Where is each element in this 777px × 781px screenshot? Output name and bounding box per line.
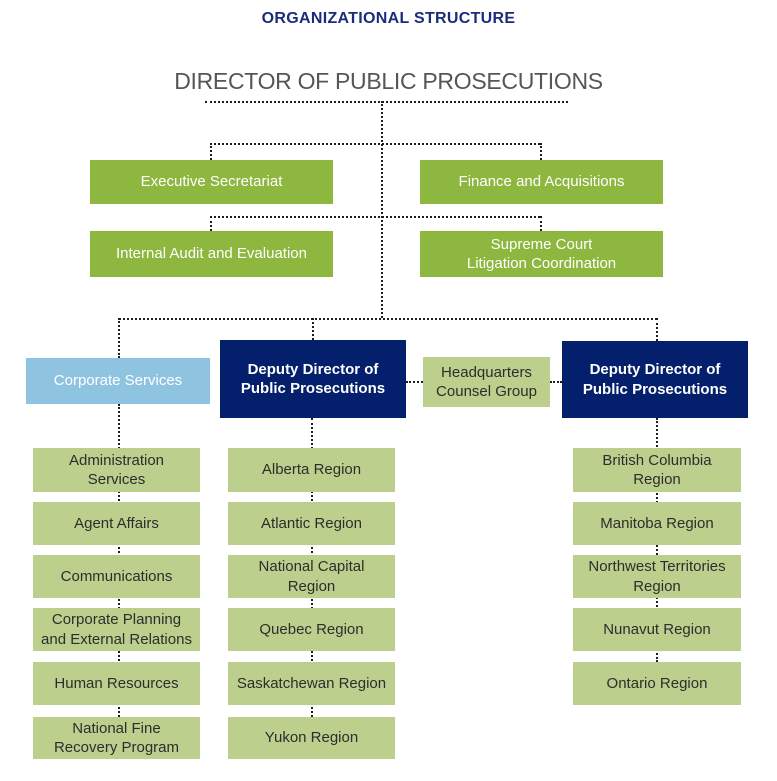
- box-alberta-region: Alberta Region: [228, 448, 395, 492]
- box-atlantic-region: Atlantic Region: [228, 502, 395, 545]
- connector-row2-hline: [210, 216, 540, 218]
- box-headquarters-counsel-group: Headquarters Counsel Group: [423, 357, 550, 407]
- connector-root-hline: [205, 101, 568, 103]
- chart-title: ORGANIZATIONAL STRUCTURE: [261, 10, 516, 27]
- box-administration-services: Administration Services: [33, 448, 200, 492]
- box-saskatchewan-region: Saskatchewan Region: [228, 662, 395, 705]
- box-quebec-region: Quebec Region: [228, 608, 395, 651]
- connector-row1-hline: [210, 143, 540, 145]
- connector-center-vline: [381, 101, 383, 318]
- connector-row2-right-tick: [540, 216, 542, 231]
- box-communications: Communications: [33, 555, 200, 598]
- box-deputy-director-left: Deputy Director of Public Prosecutions: [220, 340, 406, 418]
- connector-deputy-left-tick: [312, 318, 314, 340]
- connector-corporate-tick: [118, 318, 120, 358]
- box-deputy-director-right: Deputy Director of Public Prosecutions: [562, 341, 748, 418]
- connector-row1-left-tick: [210, 143, 212, 160]
- box-supreme-court-litigation: Supreme Court Litigation Coordination: [420, 231, 663, 277]
- director-heading: DIRECTOR OF PUBLIC PROSECUTIONS: [174, 68, 603, 94]
- box-human-resources: Human Resources: [33, 662, 200, 705]
- box-national-capital-region: National Capital Region: [228, 555, 395, 598]
- box-northwest-territories-region: Northwest Territories Region: [573, 555, 741, 598]
- box-british-columbia-region: British Columbia Region: [573, 448, 741, 492]
- box-ontario-region: Ontario Region: [573, 662, 741, 705]
- box-nunavut-region: Nunavut Region: [573, 608, 741, 651]
- box-national-fine-recovery: National Fine Recovery Program: [33, 717, 200, 759]
- connector-hq-right: [550, 381, 562, 383]
- box-corporate-planning: Corporate Planning and External Relation…: [33, 608, 200, 651]
- box-executive-secretariat: Executive Secretariat: [90, 160, 333, 204]
- connector-level3-hline: [119, 318, 657, 320]
- box-finance-acquisitions: Finance and Acquisitions: [420, 160, 663, 204]
- box-internal-audit: Internal Audit and Evaluation: [90, 231, 333, 277]
- connector-row2-left-tick: [210, 216, 212, 231]
- box-corporate-services: Corporate Services: [26, 358, 210, 404]
- box-manitoba-region: Manitoba Region: [573, 502, 741, 545]
- connector-hq-left: [406, 381, 423, 383]
- connector-deputy-right-tick: [656, 318, 658, 341]
- connector-row1-right-tick: [540, 143, 542, 160]
- box-yukon-region: Yukon Region: [228, 717, 395, 759]
- box-agent-affairs: Agent Affairs: [33, 502, 200, 545]
